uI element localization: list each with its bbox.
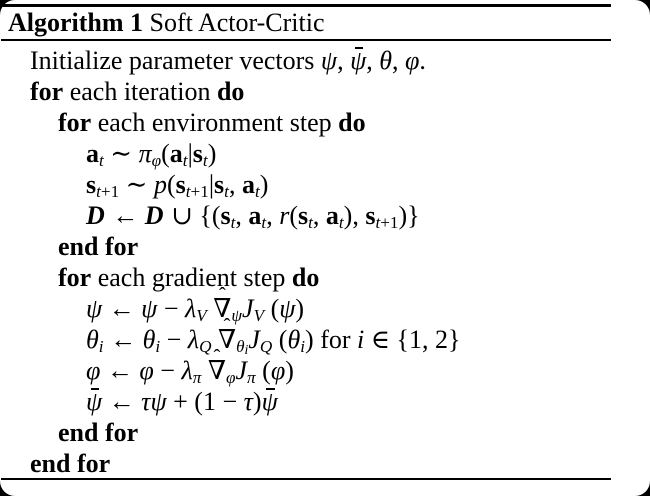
- algorithm-title: Soft Actor-Critic: [143, 8, 325, 37]
- line-buffer-update: D ← D ∪ {(st, at, r(st, at), st+1)}: [86, 201, 420, 232]
- line-end-for-iteration: end for: [30, 449, 111, 478]
- top-rule: [1, 4, 611, 7]
- header-rule: [1, 39, 611, 41]
- line-q-update: θi ← θi − λQ ∇θiJQ (θi) for i ∈ {1, 2}: [0, 324, 650, 356]
- algorithm-label: Algorithm 1: [8, 8, 144, 37]
- line-sample-action: at ∼ πφ(at|st): [86, 139, 217, 170]
- line-end-for-gradient: end for: [58, 418, 139, 447]
- line-sample-transition: st+1 ∼ p(st+1|st, at): [86, 170, 269, 201]
- line-value-update: ψ ← ψ − λV ∇ψJV (ψ): [0, 293, 650, 324]
- line-initialize: Initialize parameter vectors ψ, ψ, θ, φ.: [30, 46, 426, 75]
- line-for-gradient-step: for each gradient step do: [58, 263, 320, 292]
- line-policy-update: φ ← φ − λπ ∇φJπ (φ): [0, 355, 650, 386]
- algorithm-body: Initialize parameter vectors ψ, ψ, θ, φ.…: [0, 45, 650, 479]
- algorithm-header: Algorithm 1 Soft Actor-Critic: [8, 8, 325, 38]
- line-for-env-step: for each environment step do: [58, 108, 366, 137]
- line-for-iteration: for each iteration do: [30, 77, 245, 106]
- line-end-for-env: end for: [58, 232, 139, 261]
- line-target-update: ψ ← τψ + (1 − τ)ψ: [86, 387, 278, 416]
- bottom-rule: [1, 478, 611, 480]
